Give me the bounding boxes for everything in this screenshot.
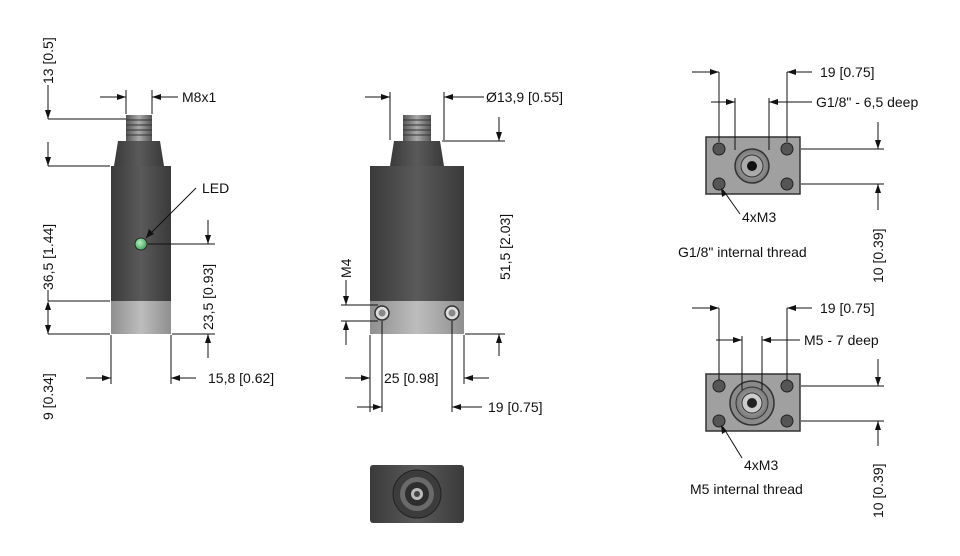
connector-end-view [370,465,464,523]
connector-nut [114,141,164,166]
port-bore [747,161,757,171]
sensor-base [111,301,171,334]
led-label: LED [202,180,229,196]
connector-center [414,491,420,497]
dim-label-51-5: 51,5 [2.03] [497,214,513,280]
mount-hole [780,142,794,156]
mount-hole-inner [448,309,456,317]
side-view-led: 13 [0.5] M8x1 36,5 [1.44] 9 [0.34] LED 2 [40,37,274,420]
port-view-g18: 19 [0.75] G1/8" - 6,5 deep 10 [0.39] 4xM… [678,64,918,283]
caption-m5: M5 internal thread [690,481,803,497]
mount-hole [712,379,726,393]
port-bore [747,398,757,408]
dim-label-10-m5: 10 [0.39] [870,464,886,519]
front-view: Ø13,9 [0.55] 51,5 [2.03] M4 25 [0.98] 19 [338,89,563,415]
connector-thread [403,115,431,141]
dim-label-m8x1: M8x1 [182,89,216,105]
thread-label-m5: M5 - 7 deep [804,332,879,348]
thread-label-g18: G1/8" - 6,5 deep [816,94,918,110]
connector-nut [390,141,444,166]
dim-label-diameter: Ø13,9 [0.55] [486,89,563,105]
dim-label-9: 9 [0.34] [40,373,56,420]
mount-hole-inner [378,309,386,317]
sensor-body [370,166,464,301]
mount-hole [712,177,726,191]
dim-label-19-g18: 19 [0.75] [820,64,875,80]
led-indicator [134,237,148,251]
dim-label-19: 19 [0.75] [488,399,543,415]
dim-label-23-5: 23,5 [0.93] [200,264,216,330]
mount-hole [780,414,794,428]
mount-hole [712,414,726,428]
port-view-m5: 19 [0.75] M5 - 7 deep 10 [0.39] 4xM3 M5 … [690,300,886,518]
dim-label-19-m5: 19 [0.75] [820,300,875,316]
dim-label-15-8: 15,8 [0.62] [208,370,274,386]
mount-hole [780,177,794,191]
holes-label-m5: 4xM3 [744,457,778,473]
dim-label-13: 13 [0.5] [40,37,56,84]
mount-hole [780,379,794,393]
dim-label-25: 25 [0.98] [384,370,439,386]
caption-g18: G1/8" internal thread [678,244,807,260]
dim-label-36-5: 36,5 [1.44] [40,224,56,290]
connector-thread [126,115,152,141]
dim-label-m4: M4 [338,258,354,278]
sensor-body [111,166,171,301]
mount-hole [712,142,726,156]
holes-label-g18: 4xM3 [742,209,776,225]
dim-label-10-g18: 10 [0.39] [870,229,886,284]
